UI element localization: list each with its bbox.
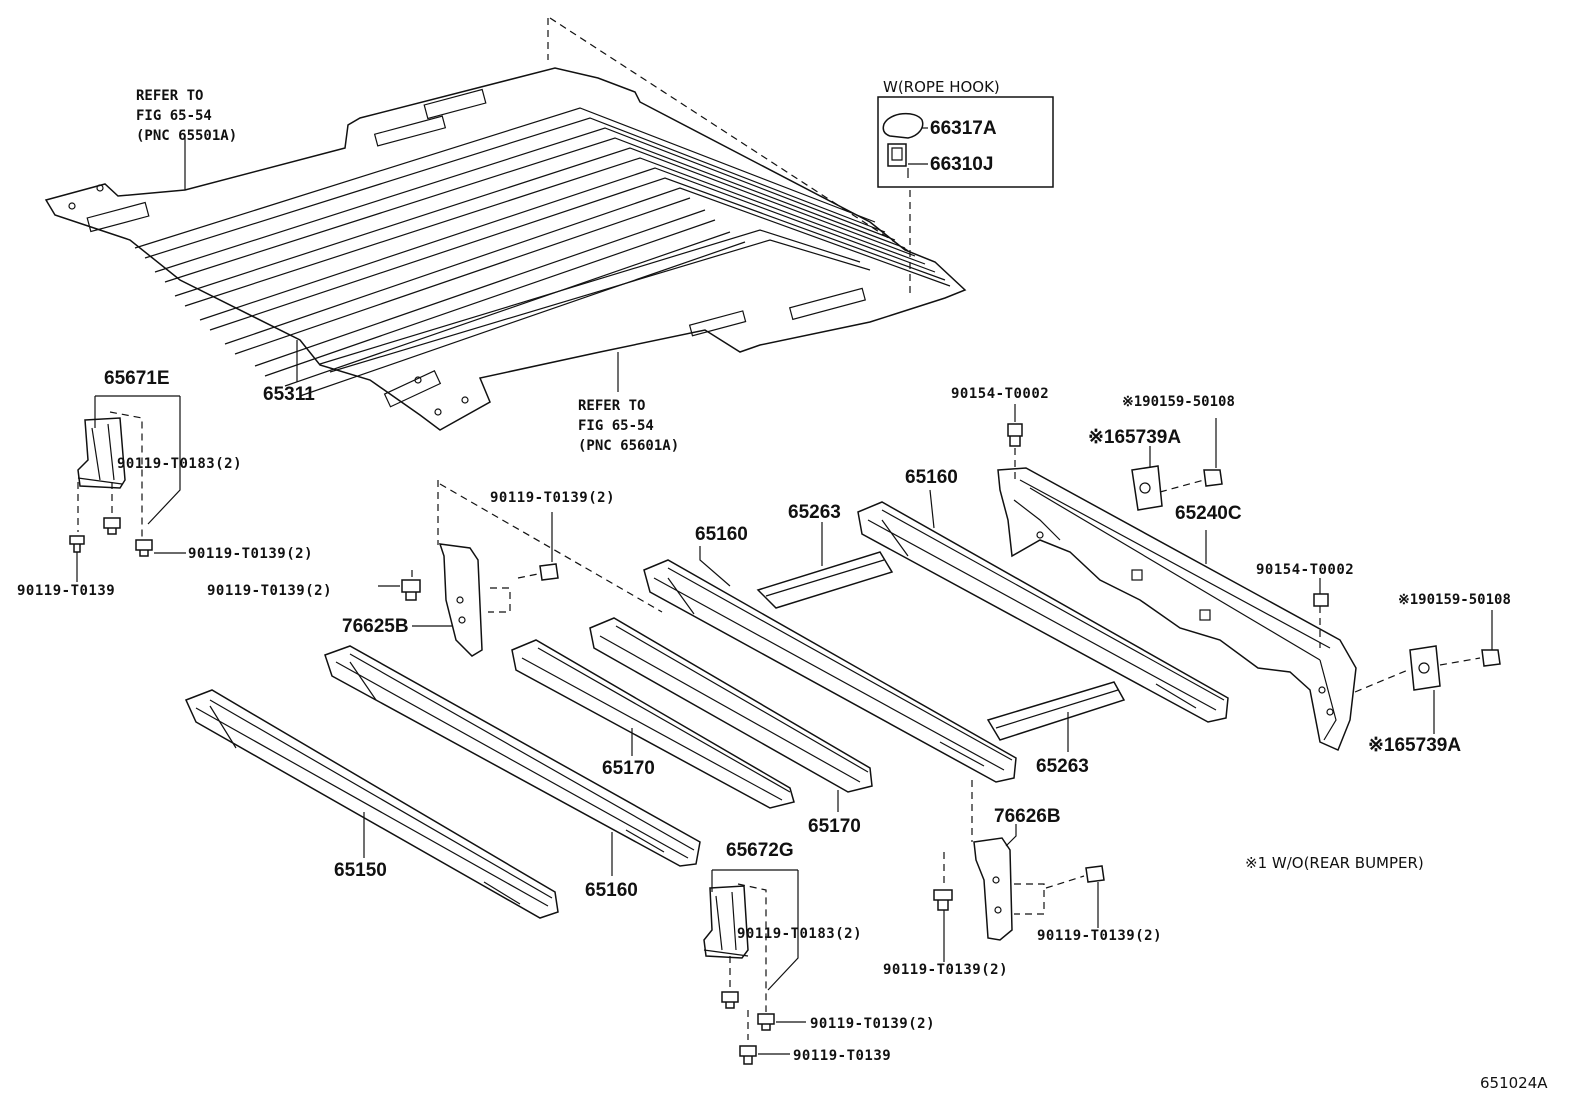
bracket-65672G	[703, 885, 749, 959]
gusset-65263-upper	[756, 551, 894, 609]
rope-hook-icon	[887, 143, 909, 178]
rear-crossmember-65240C	[997, 467, 1357, 752]
part-label-65170: 65170	[808, 816, 861, 837]
reference-note-bottom: REFER TO FIG 65-54 (PNC 65601A)	[578, 398, 680, 454]
crossmember-65160-right	[857, 501, 1229, 723]
bolt-icon	[1481, 649, 1501, 667]
fastener-label: 90119-T0139	[17, 583, 116, 599]
part-label-65311: 65311	[263, 384, 315, 405]
bolt-icon	[401, 579, 421, 601]
crossmember-65160-left	[324, 645, 701, 867]
part-label-65160: 65160	[695, 524, 748, 545]
fastener-label: 90119-T0139(2)	[810, 1016, 936, 1032]
reference-note-top: REFER TO FIG 65-54 (PNC 65501A)	[136, 88, 238, 144]
crossmember-65170-left	[511, 639, 795, 809]
fastener-label: 90119-T0139	[793, 1048, 892, 1064]
rope-hook-box-frame	[877, 96, 1054, 188]
bolt-icon	[135, 539, 153, 557]
rope-hook-cap-icon	[882, 112, 924, 139]
part-label-65160: 65160	[585, 880, 638, 901]
bracket-76626B	[973, 837, 1013, 941]
part-label-65170: 65170	[602, 758, 655, 779]
part-label-65263: 65263	[1036, 756, 1089, 777]
gusset-65263-lower	[986, 681, 1126, 741]
bolt-icon	[103, 517, 121, 535]
crossmember-65150	[184, 689, 559, 919]
fastener-label: 90119-T0139(2)	[1037, 928, 1163, 944]
fastener-label: 90119-T0139(2)	[490, 490, 616, 506]
part-label-65160: 65160	[905, 467, 958, 488]
floor-panel-65311	[44, 67, 967, 431]
nut-icon	[1007, 423, 1023, 447]
fastener-label: 90119-T0139(2)	[188, 546, 314, 562]
bolt-icon	[721, 991, 739, 1009]
part-label-65150: 65150	[334, 860, 387, 881]
nut-icon	[1313, 593, 1329, 607]
fastener-label: 90119-T0139(2)	[883, 962, 1009, 978]
footnote: ※1 W/O(REAR BUMPER)	[1245, 854, 1424, 872]
part-label-65671E: 65671E	[104, 368, 170, 389]
part-label-66317A: 66317A	[930, 118, 997, 139]
rope-hook-box-title: W(ROPE HOOK)	[883, 78, 1000, 96]
bumper-stop-65739A-upper	[1131, 465, 1163, 511]
part-label-65739A: ※165739A	[1368, 735, 1462, 756]
diagram-code: 651024A	[1480, 1074, 1548, 1092]
fastener-label: ※190159-50108	[1122, 394, 1235, 410]
fastener-label: 90119-T0139(2)	[207, 583, 333, 599]
part-label-76626B: 76626B	[994, 806, 1061, 827]
part-label-65263: 65263	[788, 502, 841, 523]
bolt-icon	[539, 563, 559, 581]
fastener-label: 90119-T0183(2)	[737, 926, 863, 942]
fastener-label: 90154-T0002	[951, 386, 1050, 402]
bolt-icon	[69, 535, 85, 553]
part-label-66310J: 66310J	[930, 154, 994, 175]
crossmember-65170-right	[589, 617, 873, 793]
bracket-76625B	[438, 543, 483, 657]
bolt-icon	[739, 1045, 757, 1065]
bolt-icon	[933, 889, 953, 911]
fastener-label: ※190159-50108	[1398, 592, 1511, 608]
bolt-icon	[1085, 865, 1105, 883]
part-label-65739A: ※165739A	[1088, 427, 1182, 448]
fastener-label: 90119-T0183(2)	[117, 456, 243, 472]
crossmember-65160-center	[643, 559, 1017, 783]
fastener-label: 90154-T0002	[1256, 562, 1355, 578]
bolt-icon	[1203, 469, 1223, 487]
bumper-stop-65739A-lower	[1409, 645, 1441, 691]
bolt-icon	[757, 1013, 775, 1031]
part-label-65240C: 65240C	[1175, 503, 1242, 524]
bracket-65671E	[77, 417, 126, 489]
part-label-76625B: 76625B	[342, 616, 409, 637]
part-label-65672G: 65672G	[726, 840, 794, 861]
